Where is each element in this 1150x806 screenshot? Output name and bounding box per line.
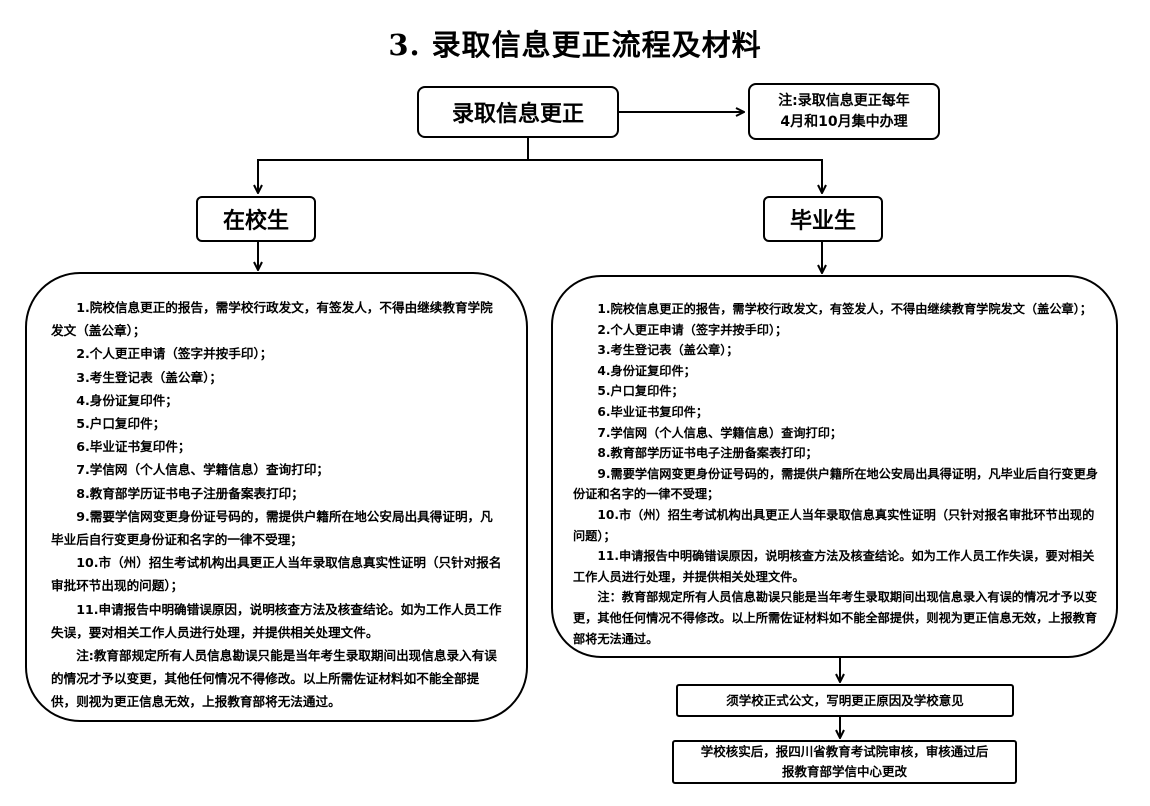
material-item: 3.考生登记表（盖公章）； [597, 343, 739, 358]
step-review: 学校核实后，报四川省教育考试院审核，审核通过后 报教育部学信中心更改 [672, 740, 1017, 784]
material-item: 11.申请报告中明确错误原因，说明核查方法及核查结论。如为工作人员工作失误，要对… [51, 601, 502, 640]
step-line: 学校核实后，报四川省教育考试院审核，审核通过后 [700, 744, 989, 759]
material-item: 10.市（州）招生考试机构出具更正人当年录取信息真实性证明（只针对报名审批环节出… [573, 507, 1095, 543]
note-box: 注:录取信息更正每年 4月和10月集中办理 [748, 83, 940, 140]
material-item: 6.毕业证书复印件； [597, 404, 709, 419]
in-school-materials: 1.院校信息更正的报告，需学校行政发文，有签发人，不得由继续教育学院发文（盖公章… [25, 272, 528, 722]
material-item: 6.毕业证书复印件； [76, 439, 191, 455]
graduate-materials: 1.院校信息更正的报告，需学校行政发文，有签发人，不得由继续教育学院发文（盖公章… [551, 275, 1118, 658]
material-item: 1.院校信息更正的报告，需学校行政发文，有签发人，不得由继续教育学院发文（盖公章… [51, 300, 493, 339]
material-item: 11.申请报告中明确错误原因，说明核查方法及核查结论。如为工作人员工作失误，要对… [573, 549, 1095, 584]
material-item: 9.需要学信网变更身份证号码的，需提供户籍所在地公安局出具得证明，凡毕业后自行变… [573, 466, 1098, 502]
material-item: 注:教育部规定所有人员信息勘误只能是当年考生录取期间出现信息录入有误的情况才予以… [51, 648, 497, 710]
in-school-box: 在校生 [196, 196, 316, 242]
material-item: 10.市（州）招生考试机构出具更正人当年录取信息真实性证明（只针对报名审批环节出… [51, 555, 502, 594]
material-item: 注：教育部规定所有人员信息勘误只能是当年考生录取期间出现信息录入有误的情况才予以… [573, 590, 1098, 646]
step-official-document: 须学校正式公文，写明更正原因及学校意见 [676, 684, 1014, 717]
material-item: 3.考生登记表（盖公章）； [76, 369, 222, 385]
material-item: 4.身份证复印件； [597, 363, 696, 378]
material-item: 9.需要学信网变更身份证号码的，需提供户籍所在地公安局出具得证明，凡毕业后自行变… [51, 508, 493, 548]
step-line: 报教育部学信中心更改 [781, 764, 907, 779]
material-item: 5.户口复印件； [76, 416, 166, 432]
material-item: 8.教育部学历证书电子注册备案表打印； [76, 485, 304, 501]
material-item: 7.学信网（个人信息、学籍信息）查询打印； [597, 425, 843, 440]
main-box: 录取信息更正 [417, 86, 619, 138]
note-line: 4月和10月集中办理 [780, 113, 908, 130]
material-item: 4.身份证复印件； [76, 392, 178, 408]
material-item: 8.教育部学历证书电子注册备案表打印； [597, 446, 818, 461]
material-item: 2.个人更正申请（签字并按手印）； [76, 346, 273, 362]
material-item: 2.个人更正申请（签字并按手印）； [597, 322, 788, 337]
page-title: 3. 录取信息更正流程及材料 [388, 28, 762, 62]
note-line: 注:录取信息更正每年 [778, 92, 910, 109]
material-item: 7.学信网（个人信息、学籍信息）查询打印； [76, 462, 330, 478]
step-line: 须学校正式公文，写明更正原因及学校意见 [726, 692, 964, 708]
material-item: 5.户口复印件； [597, 384, 684, 399]
material-item: 1.院校信息更正的报告，需学校行政发文，有签发人，不得由继续教育学院发文（盖公章… [597, 302, 1092, 316]
graduate-box: 毕业生 [763, 196, 883, 242]
